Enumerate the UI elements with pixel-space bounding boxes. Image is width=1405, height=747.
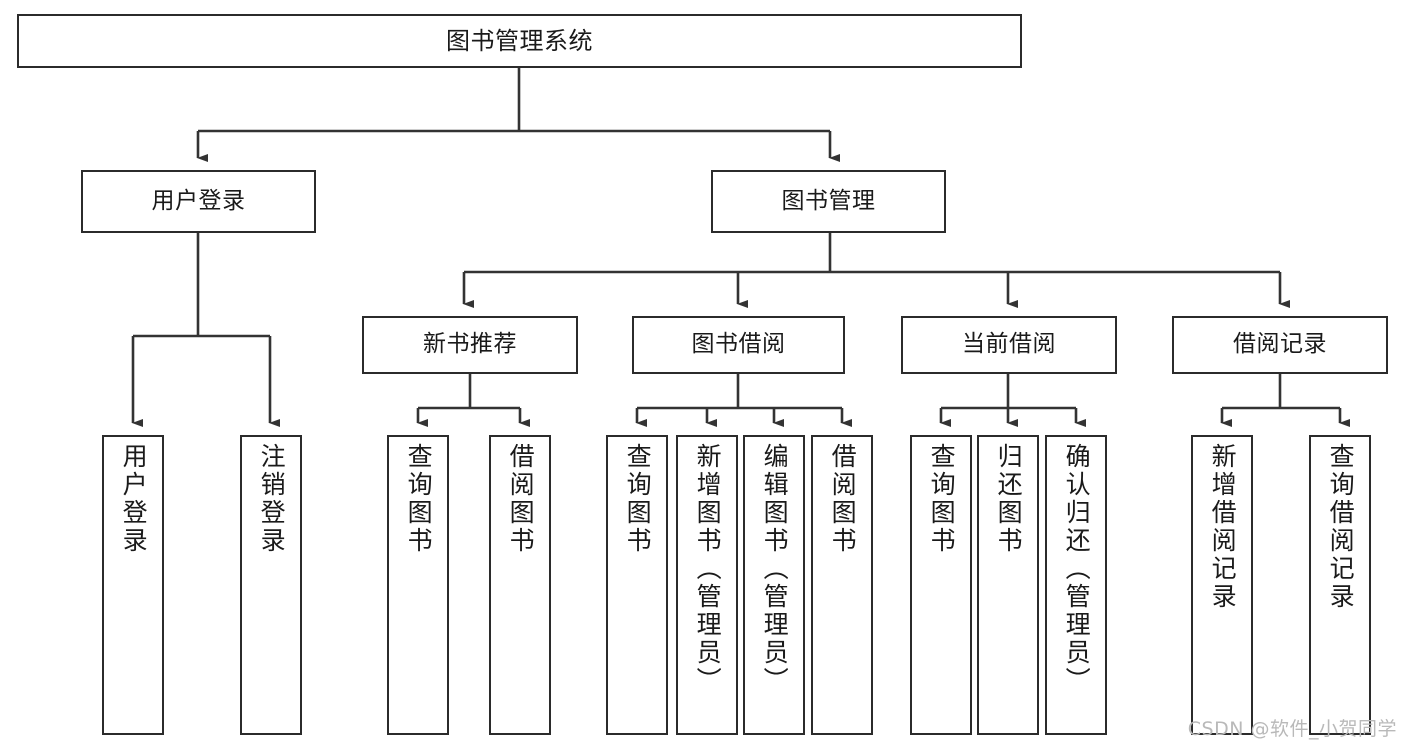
leaf-borrow-edit-book-admin[interactable]: 编辑图书（管理员） (743, 435, 805, 735)
node-label: 新书推荐 (423, 331, 517, 358)
leaf-borrow-add-book-admin[interactable]: 新增图书（管理员） (676, 435, 738, 735)
node-label: 查询图书 (404, 443, 434, 555)
node-borrowing-record[interactable]: 借阅记录 (1172, 316, 1388, 374)
node-label: 确认归还（管理员） (1062, 443, 1092, 695)
node-label: 新增图书（管理员） (693, 443, 723, 695)
node-label: 借阅图书 (828, 443, 858, 555)
leaf-borrow-borrow-book[interactable]: 借阅图书 (811, 435, 873, 735)
node-label: 当前借阅 (962, 331, 1056, 358)
node-label: 查询图书 (623, 443, 653, 555)
node-user-login[interactable]: 用户登录 (81, 170, 316, 233)
node-root-book-management-system[interactable]: 图书管理系统 (17, 14, 1022, 68)
node-book-borrowing[interactable]: 图书借阅 (632, 316, 845, 374)
node-label: 图书借阅 (691, 331, 786, 358)
leaf-record-query-borrow-record[interactable]: 查询借阅记录 (1309, 435, 1371, 735)
leaf-current-return-book[interactable]: 归还图书 (977, 435, 1039, 735)
node-label: 新增借阅记录 (1208, 443, 1238, 611)
node-label: 查询借阅记录 (1326, 443, 1356, 611)
node-label: 注销登录 (257, 443, 287, 555)
leaf-user-login-signout[interactable]: 注销登录 (240, 435, 302, 735)
watermark-text: CSDN @软件_小贺同学 (1187, 718, 1397, 740)
leaf-borrow-query-book[interactable]: 查询图书 (606, 435, 668, 735)
leaf-new-book-query[interactable]: 查询图书 (387, 435, 449, 735)
node-label: 编辑图书（管理员） (760, 443, 790, 695)
node-label: 查询图书 (927, 443, 957, 555)
node-label: 借阅记录 (1233, 331, 1327, 358)
node-label: 图书管理系统 (446, 26, 593, 55)
leaf-current-query-book[interactable]: 查询图书 (910, 435, 972, 735)
node-label: 用户登录 (119, 443, 149, 555)
leaf-new-book-borrow[interactable]: 借阅图书 (489, 435, 551, 735)
leaf-current-confirm-return-admin[interactable]: 确认归还（管理员） (1045, 435, 1107, 735)
node-label: 图书管理 (781, 187, 876, 214)
node-label: 借阅图书 (506, 443, 536, 555)
node-new-book-recommendation[interactable]: 新书推荐 (362, 316, 578, 374)
leaf-record-add-borrow-record[interactable]: 新增借阅记录 (1191, 435, 1253, 735)
node-label: 归还图书 (994, 443, 1024, 555)
node-label: 用户登录 (151, 187, 246, 214)
node-book-management[interactable]: 图书管理 (711, 170, 946, 233)
node-current-borrowing[interactable]: 当前借阅 (901, 316, 1117, 374)
leaf-user-login-signin[interactable]: 用户登录 (102, 435, 164, 735)
